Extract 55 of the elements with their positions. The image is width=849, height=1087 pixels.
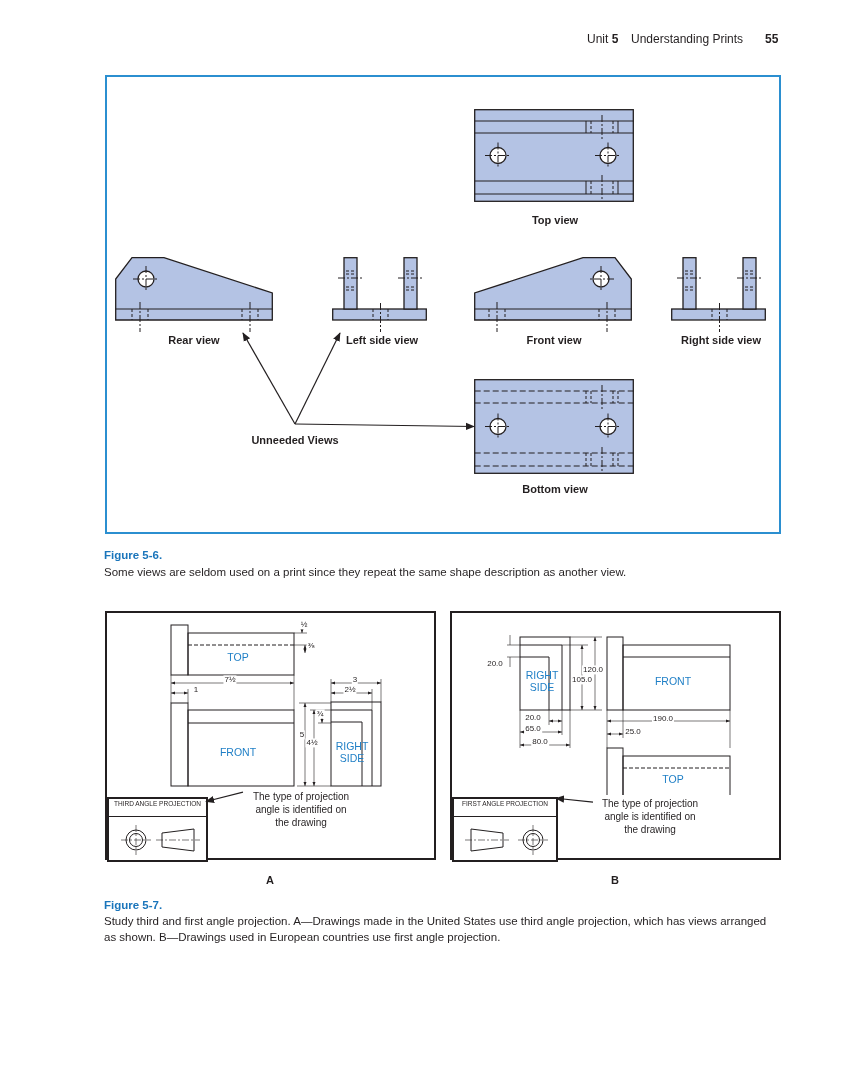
arrow (205, 791, 244, 803)
view-caption: Left side view (345, 334, 419, 346)
view-caption: B (611, 874, 619, 886)
view-drawing (474, 109, 634, 202)
figure-number: Figure 5-6. (104, 549, 163, 563)
arrow (294, 332, 341, 425)
dimension-value: 1 (192, 685, 200, 695)
dimension-value: 25.0 (624, 727, 642, 737)
view-drawing (115, 257, 273, 333)
dimension-value: 5 (298, 730, 306, 740)
view-name: RIGHT SIDE (334, 740, 370, 764)
figure-panel (450, 611, 781, 860)
callout-text: The type of projection angle is identified on the drawing (245, 790, 357, 832)
view-drawing (474, 379, 634, 474)
dimension-value: ⅜ (306, 641, 316, 651)
view-caption: Bottom view (522, 483, 588, 495)
view-name: TOP (661, 773, 685, 785)
figure-panel (105, 611, 436, 860)
view-name: FRONT (653, 675, 693, 687)
title-block (107, 797, 208, 862)
dimension-value: 65.0 (524, 724, 542, 734)
figure-caption: Some views are seldom used on a print since they repeat the same shape description as another view. (104, 565, 628, 580)
view-caption: A (266, 874, 274, 886)
view-name: FRONT (218, 746, 258, 758)
dimension-value: 3 (351, 675, 359, 685)
dimension-value: 20.0 (524, 713, 542, 723)
figure-caption: Study third and first angle projection. A—Drawings made in the United States use third angle projection, which has views arranged as shown. B—Drawings used in European countries use first angle projection. (104, 914, 768, 945)
view-name: RIGHT SIDE (524, 669, 560, 693)
view-caption: Right side view (680, 334, 762, 346)
dimension-value: 2½ (343, 685, 357, 695)
arrow (555, 795, 594, 803)
view-caption: Rear view (168, 334, 220, 346)
running-header: Unit 5 (587, 33, 619, 47)
view-name: TOP (226, 651, 250, 663)
dimension-value: 120.0 (582, 665, 604, 675)
dimension-value: 80.0 (531, 737, 549, 747)
dimension-value: 4½ (305, 738, 319, 748)
page-number: 55 (765, 33, 779, 47)
view-caption: Front view (526, 334, 582, 346)
callout-text: Unneeded Views (245, 424, 345, 449)
view-drawing (474, 257, 632, 333)
dimension-value: 190.0 (652, 714, 674, 724)
running-header: Understanding Prints (631, 33, 744, 47)
dimension-value: 105.0 (571, 675, 593, 685)
arrow (294, 422, 475, 430)
view-drawing (671, 257, 766, 333)
dimension-value: 20.0 (486, 659, 504, 669)
dimension-value: ½ (299, 620, 309, 630)
figure-number: Figure 5-7. (104, 899, 163, 913)
callout-text: The type of projection angle is identified on the drawing (595, 797, 705, 841)
view-caption: Top view (531, 214, 579, 226)
arrow (242, 332, 296, 425)
view-drawing (332, 257, 427, 333)
title-block (452, 797, 558, 862)
dimension-value: ¾ (315, 709, 325, 719)
